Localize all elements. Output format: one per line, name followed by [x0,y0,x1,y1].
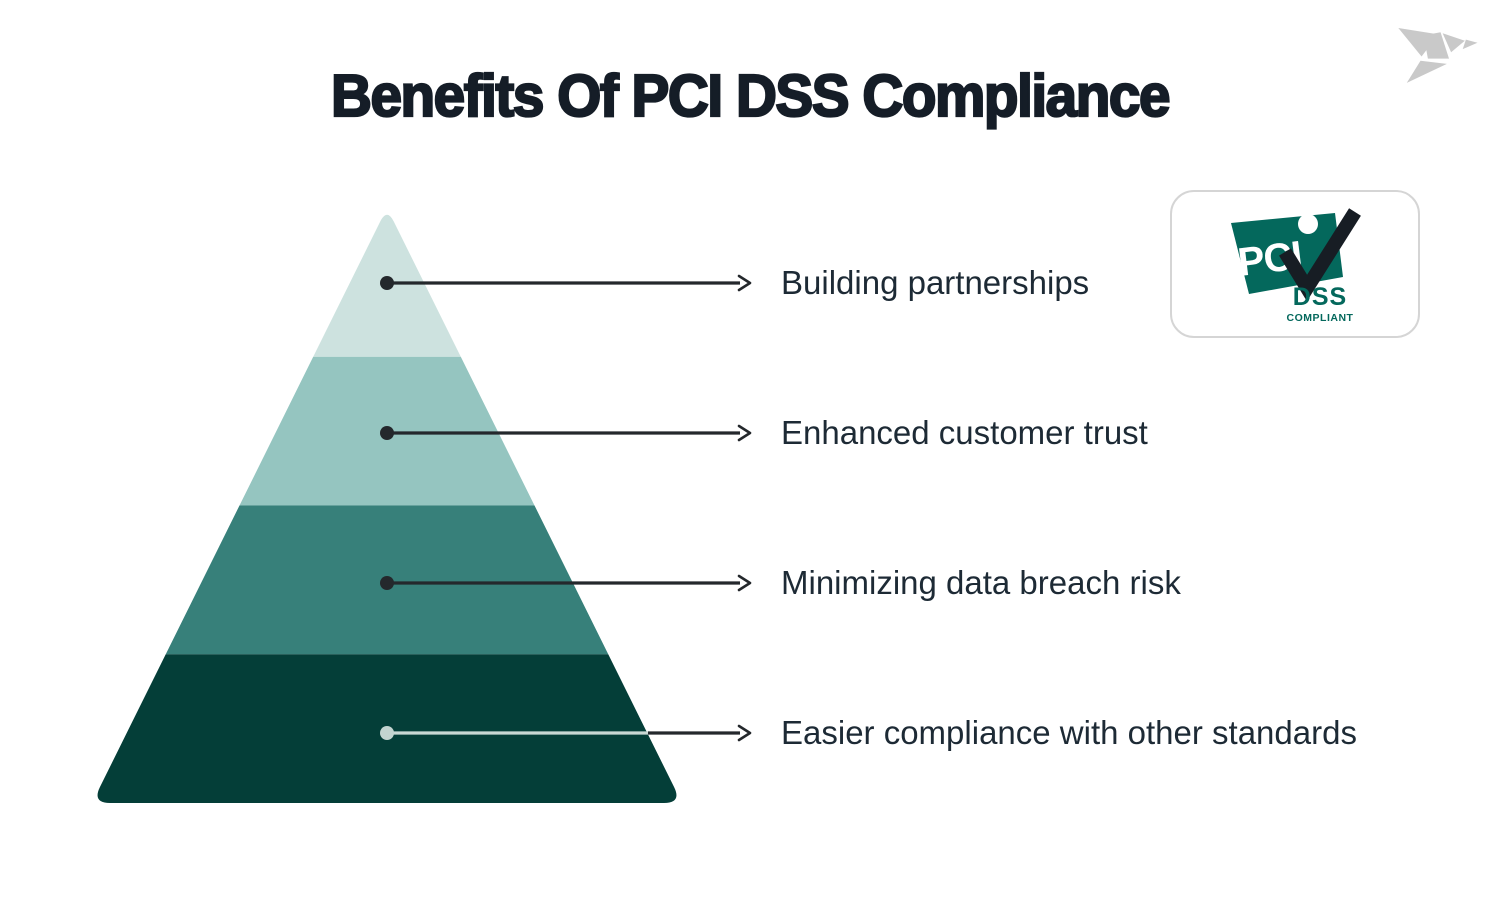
benefit-label-3: Minimizing data breach risk [781,564,1181,601]
bird-tail-facet [1406,60,1447,83]
compliant-text: COMPLIANT [1287,312,1354,324]
connector-2-dot [380,426,394,440]
benefit-label-4: Easier compliance with other standards [781,714,1357,751]
connector-3-dot [380,576,394,590]
pyramid-shape [97,214,677,803]
connector-1-dot [380,276,394,290]
pci-dss-logo: PCI DSS COMPLIANT [1231,208,1361,324]
bird-beak-facet [1462,39,1478,50]
dss-text: DSS [1293,283,1347,311]
benefit-label-1: Building partnerships [781,264,1090,301]
pyramid-diagram [97,214,752,803]
pyramid-level-1 [97,214,677,357]
bird-body-facet [1423,32,1449,59]
benefit-label-2: Enhanced customer trust [781,414,1148,451]
origami-bird-logo [1398,28,1478,83]
page-title: Benefits Of PCI DSS Compliance [330,62,1172,130]
pyramid-level-3 [97,505,677,655]
arrow-right-icon [737,274,752,292]
checkmark-icon [1279,208,1361,302]
arrow-right-icon [737,424,752,442]
pyramid-level-4 [97,654,677,803]
connector-2 [380,424,752,442]
connector-3 [380,574,752,592]
pci-i-dot [1298,214,1318,234]
bird-head-facet [1442,33,1465,53]
connector-4-dot [380,726,394,740]
connector-1 [380,274,752,292]
arrow-right-icon [737,724,752,742]
connector-4 [380,724,752,742]
pyramid-level-2 [97,356,677,506]
arrow-right-icon [737,574,752,592]
pci-dss-badge-card: PCI DSS COMPLIANT [1170,190,1420,338]
